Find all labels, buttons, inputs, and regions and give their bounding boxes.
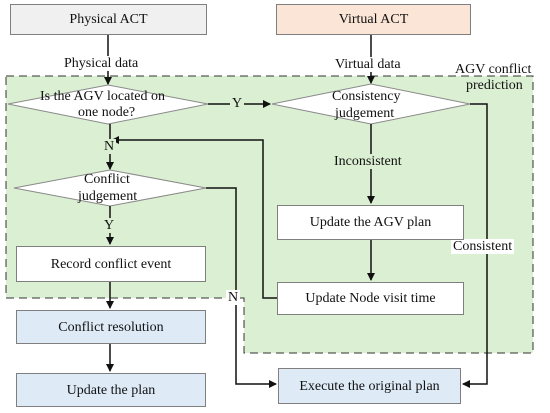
region-border xyxy=(5,75,534,354)
conflict-text1: Conflict xyxy=(84,172,130,187)
yes-down-label: Y xyxy=(102,218,117,233)
virtual-act-label: Virtual ACT xyxy=(338,12,409,27)
no-down-label: N xyxy=(102,139,117,154)
conflict-text2: judgement xyxy=(78,189,138,204)
update-agv-plan-box: Update the AGV plan xyxy=(277,205,464,240)
consistency-text2: judgement xyxy=(335,106,395,121)
update-node-visit-box: Update Node visit time xyxy=(277,282,464,315)
inconsistent-label: Inconsistent xyxy=(332,154,404,169)
virtual-data-label: Virtual data xyxy=(333,57,403,72)
record-conflict-box: Record conflict event xyxy=(16,246,206,282)
region-title-line1: AGV conflict xyxy=(455,62,532,77)
execute-original-label: Execute the original plan xyxy=(299,378,440,394)
record-conflict-label: Record conflict event xyxy=(50,256,172,272)
update-plan-box: Update the plan xyxy=(16,373,206,407)
update-agv-plan-label: Update the AGV plan xyxy=(309,215,432,230)
located-on-node-text2: one node? xyxy=(78,105,136,120)
physical-act-label: Physical ACT xyxy=(69,12,148,27)
update-node-visit-label: Update Node visit time xyxy=(305,291,436,306)
region-title-line2: prediction xyxy=(466,78,523,93)
no-right-label: N xyxy=(226,290,241,305)
physical-act-box: Physical ACT xyxy=(10,4,207,35)
execute-original-box: Execute the original plan xyxy=(278,368,461,404)
consistency-text1: Consistency xyxy=(332,89,401,104)
conflict-resolution-label: Conflict resolution xyxy=(58,319,164,335)
consistent-label: Consistent xyxy=(451,239,515,254)
physical-data-label: Physical data xyxy=(62,56,141,71)
located-on-node-text1: Is the AGV located on xyxy=(40,89,165,104)
update-plan-label: Update the plan xyxy=(66,382,156,398)
conflict-resolution-box: Conflict resolution xyxy=(16,310,206,344)
yes-right-label: Y xyxy=(230,96,245,111)
virtual-act-box: Virtual ACT xyxy=(276,4,471,35)
